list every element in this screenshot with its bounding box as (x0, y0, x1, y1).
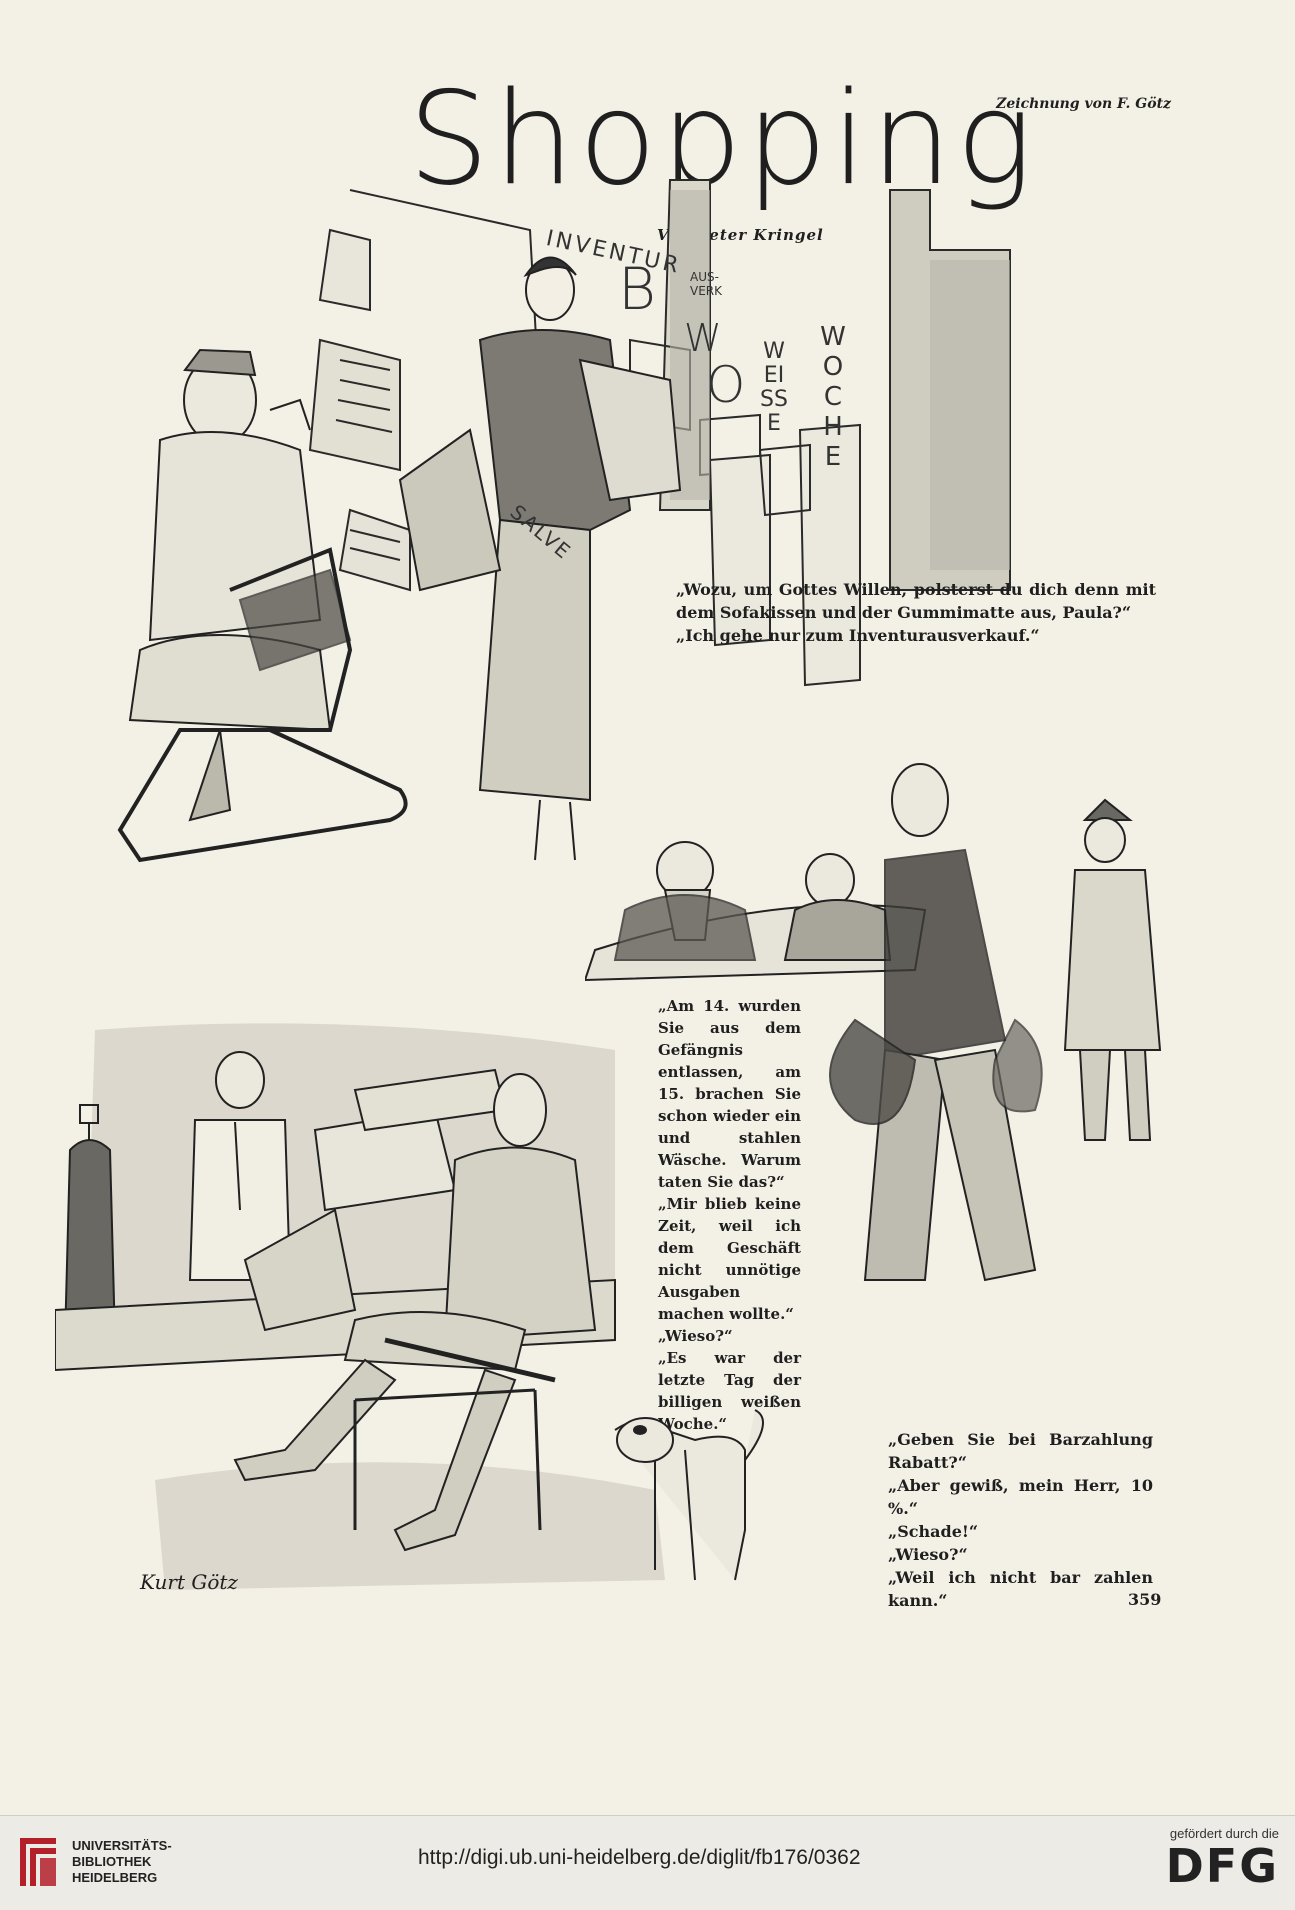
sign-ausverkauf: AUS-VERK (690, 270, 722, 298)
sign-o: O (706, 356, 746, 414)
funder-block[interactable]: gefördert durch die DFG (1166, 1826, 1279, 1891)
caption-court: „Am 14. wurden Sie aus dem Gefängnis ent… (658, 995, 801, 1435)
page-title: Shopping (408, 65, 1037, 214)
funding-note: gefördert durch die (1169, 1826, 1279, 1841)
library-line: BIBLIOTHEK (72, 1854, 152, 1869)
page-number: 359 (1128, 1590, 1162, 1609)
caption-line: „Wieso?“ (658, 1327, 733, 1345)
caption-line: „Wozu, um Gottes Willen, polsterst du di… (676, 580, 1156, 622)
caption-inventur: „Wozu, um Gottes Willen, polsterst du di… (676, 578, 1156, 647)
sign-weisse: WEISSE (760, 339, 788, 436)
caption-line: „Aber gewiß, mein Herr, 10 %.“ (888, 1476, 1153, 1518)
illustration-court-scene (585, 763, 1162, 1282)
library-line: UNIVERSITÄTS- (72, 1838, 172, 1853)
caption-line: „Es war der letzte Tag der billigen weiß… (658, 1349, 801, 1433)
permalink-url[interactable]: http://digi.ub.uni-heidelberg.de/diglit/… (418, 1846, 861, 1869)
caption-line: „Mir blieb keine Zeit, weil ich dem Gesc… (658, 1195, 801, 1323)
caption-line: „Geben Sie bei Barzahlung Rabatt?“ (888, 1430, 1153, 1472)
dfg-logo: DFG (1165, 1839, 1279, 1893)
illustration-credit: Zeichnung von F. Götz (996, 96, 1171, 112)
caption-line: „Wieso?“ (888, 1545, 968, 1564)
caption-line: „Schade!“ (888, 1522, 979, 1541)
caption-line: „Am 14. wurden Sie aus dem Gefängnis ent… (658, 997, 801, 1191)
caption-rabatt: „Geben Sie bei Barzahlung Rabatt?“ „Aber… (888, 1428, 1153, 1612)
digitization-footer: UNIVERSITÄTS- BIBLIOTHEK HEIDELBERG http… (0, 1815, 1295, 1910)
library-name: UNIVERSITÄTS- BIBLIOTHEK HEIDELBERG (72, 1838, 172, 1886)
sign-b: B (618, 255, 656, 323)
library-logo[interactable]: UNIVERSITÄTS- BIBLIOTHEK HEIDELBERG (14, 1830, 172, 1894)
sign-w: W (684, 316, 722, 360)
library-line: HEIDELBERG (72, 1870, 158, 1885)
illustration-shop-interior (55, 1023, 764, 1590)
sign-woche: WOCHE (820, 322, 846, 472)
artist-signature: Kurt Götz (140, 1570, 238, 1594)
magazine-page: Zeichnung von F. Götz Shopping Von Peter… (55, 65, 1171, 1612)
caption-line: „Ich gehe nur zum Inventurausverkauf.“ (676, 626, 1040, 645)
illustration-shop-street (117, 179, 1011, 863)
caption-line: „Weil ich nicht bar zahlen kann.“ (888, 1568, 1153, 1610)
university-library-icon (20, 1838, 56, 1886)
